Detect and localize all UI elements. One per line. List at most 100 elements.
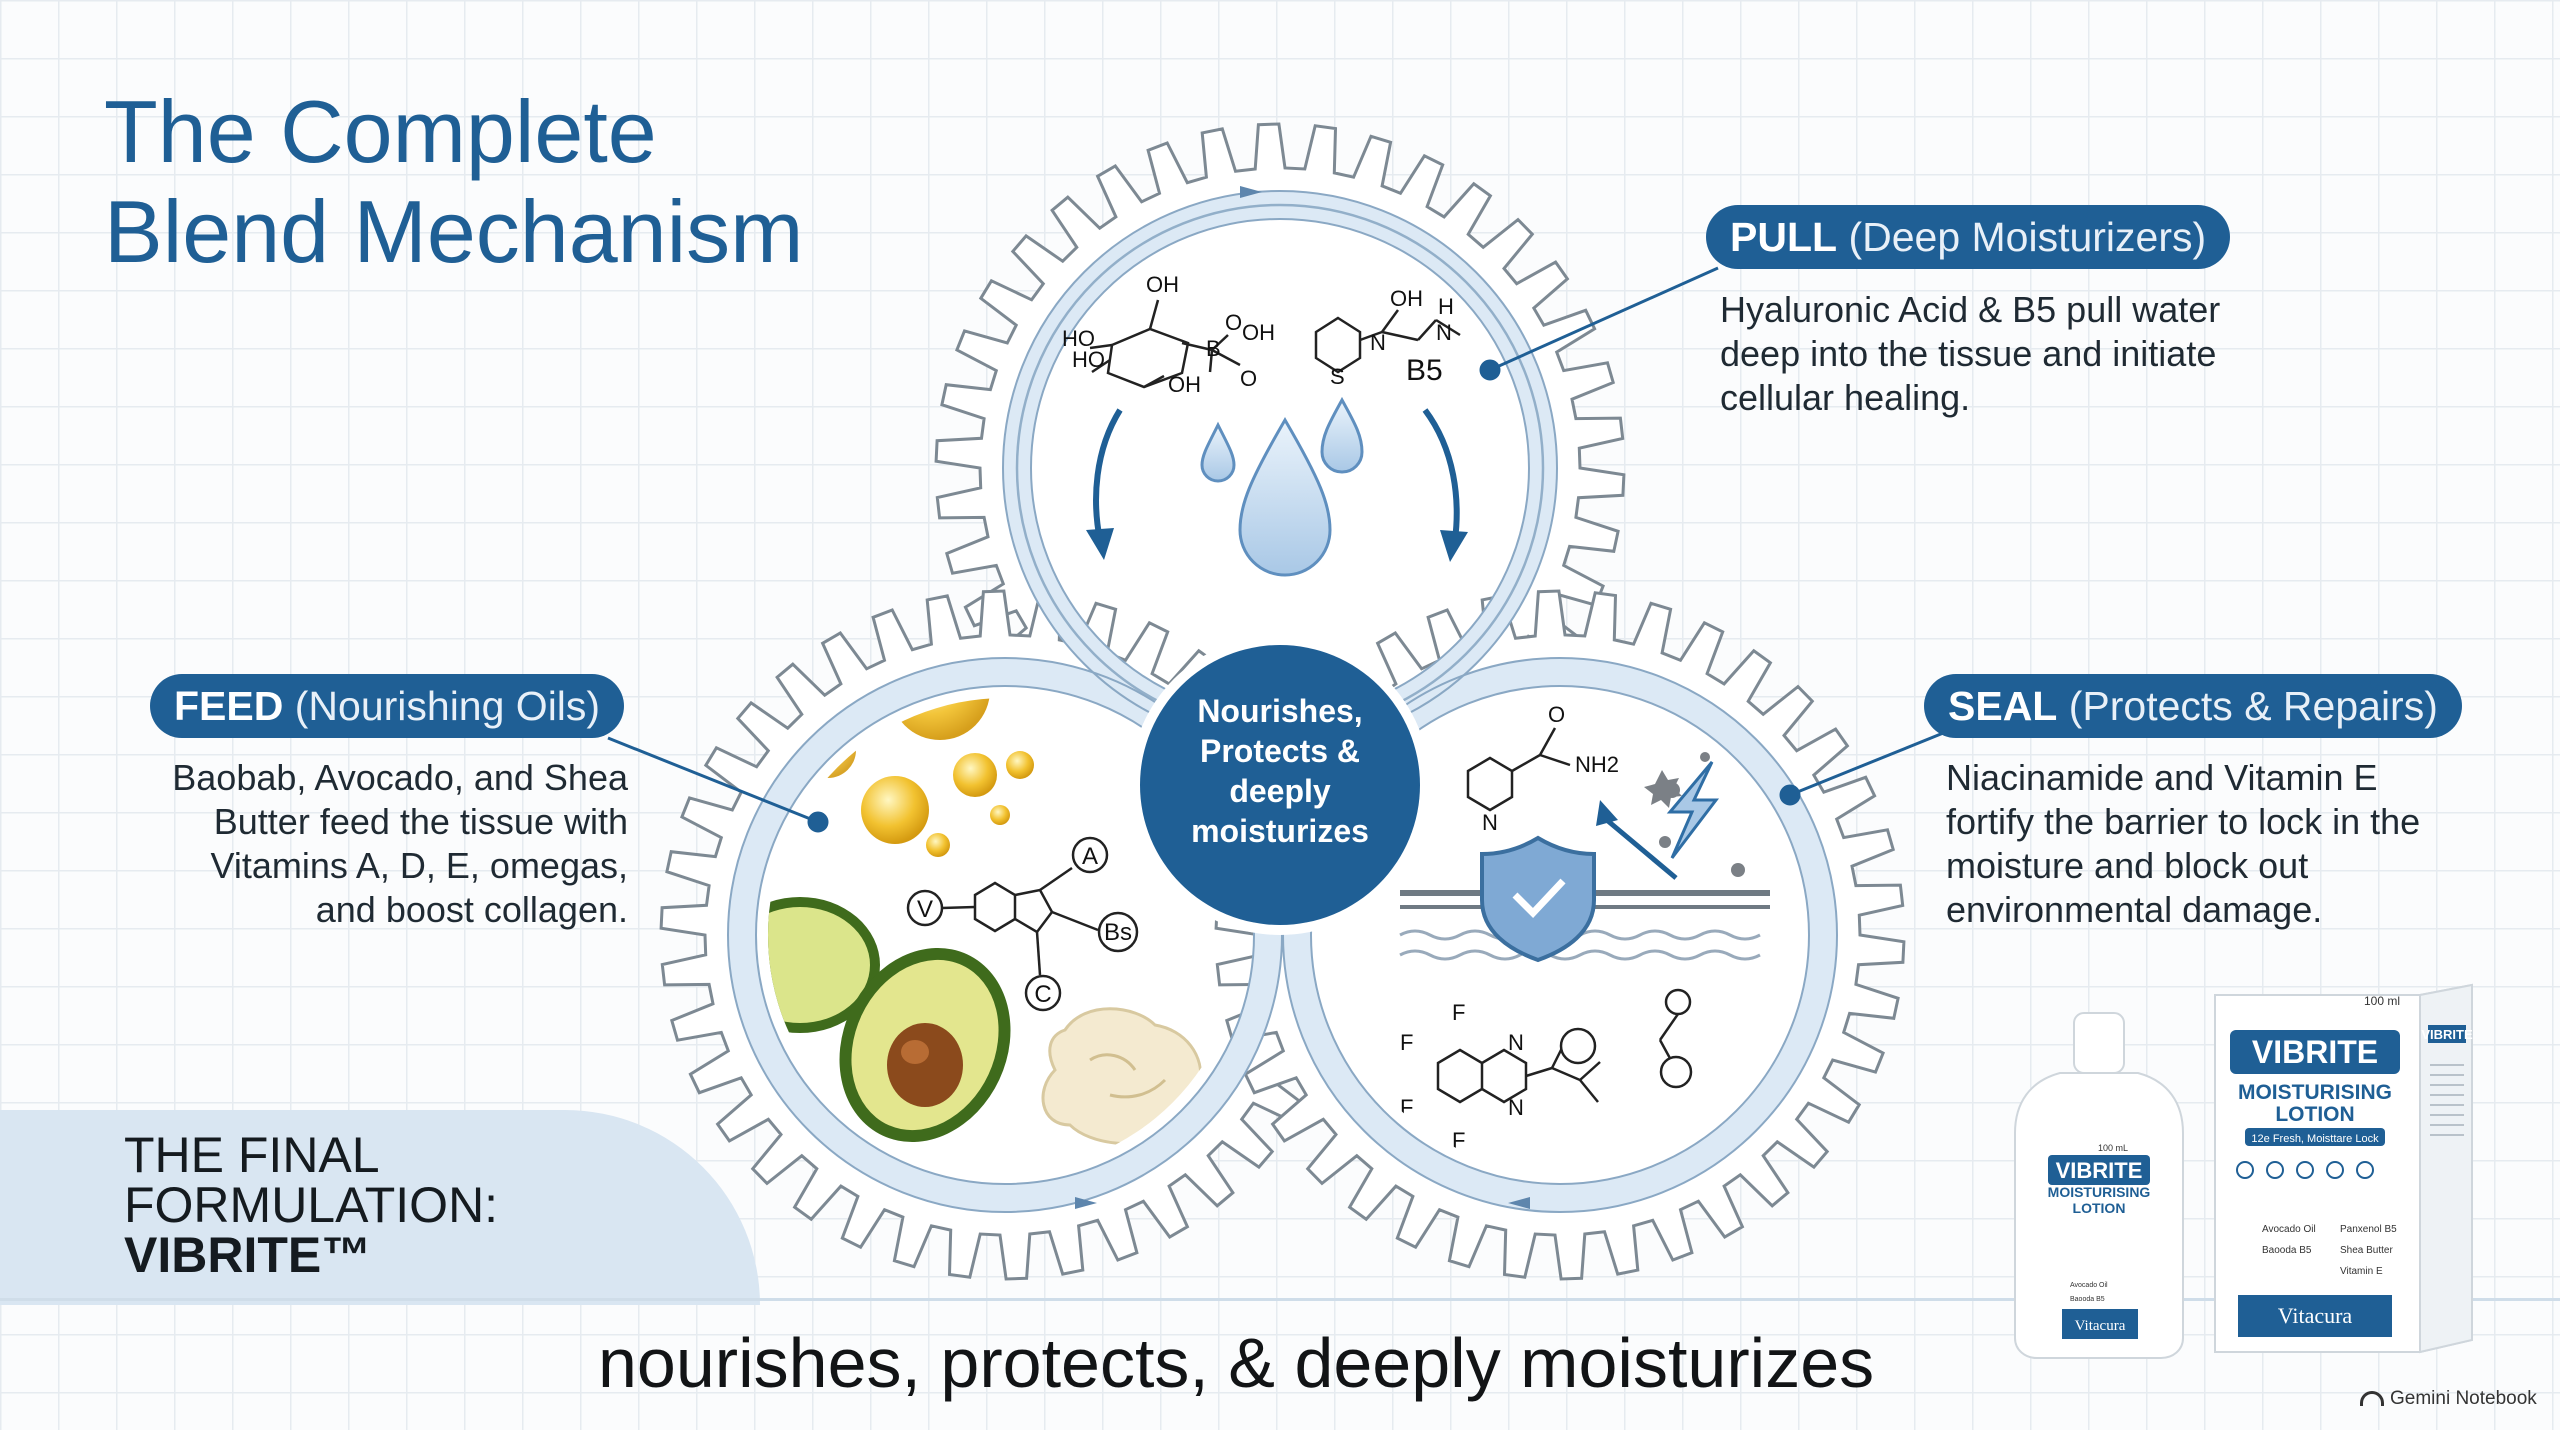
final-line-2: FORMULATION: — [124, 1177, 499, 1233]
b5-molecule — [1314, 316, 1362, 374]
pull-arrowheads — [1086, 528, 1468, 562]
bottle-ingredient: Baooda B5 — [2070, 1296, 2105, 1303]
seal-desc-line: environmental damage. — [1946, 889, 2323, 930]
vitamin-label: C — [1034, 981, 1051, 1008]
atom-label: OH — [1146, 272, 1179, 297]
final-line-1: THE FINAL — [124, 1127, 380, 1183]
atom-label: H — [1438, 294, 1454, 319]
pull-description: Hyaluronic Acid & B5 pull water deep int… — [1720, 288, 2220, 420]
pull-label: PULL — [1730, 214, 1838, 260]
gemini-logo-icon — [2360, 1391, 2384, 1407]
atom-label: OH — [1168, 372, 1201, 397]
atom-label: HO — [1062, 326, 1095, 351]
feed-desc-line: Vitamins A, D, E, omegas, — [210, 845, 628, 886]
atom-label: N — [1482, 810, 1498, 835]
feed-sublabel: (Nourishing Oils) — [294, 683, 601, 729]
shield-icon — [1480, 835, 1596, 963]
title-line-2: Blend Mechanism — [104, 182, 804, 281]
center-badge: Nourishes, Protects & deeply moisturizes — [1130, 635, 1430, 935]
feed-desc-line: Butter feed the tissue with — [213, 801, 628, 842]
bottle-size: 100 mL — [2098, 1143, 2128, 1153]
final-brand: VIBRITE™ — [124, 1227, 372, 1283]
feed-description: Baobab, Avocado, and Shea Butter feed th… — [120, 756, 628, 932]
seal-desc-line: fortify the barrier to lock in the — [1946, 801, 2421, 842]
box-tagline: 12e Fresh, Moisttare Lock — [2251, 1133, 2379, 1145]
particle-icons — [1644, 726, 1745, 877]
vitamin-label: V — [917, 896, 933, 923]
pull-desc-line: deep into the tissue and initiate — [1720, 333, 2217, 374]
atom-label: N — [1508, 1030, 1524, 1055]
seal-sublabel: (Protects & Repairs) — [2068, 683, 2438, 729]
box-ingredient: Panxenol B5 — [2340, 1224, 2397, 1235]
vitamin-label: A — [1082, 843, 1098, 870]
seal-description: Niacinamide and Vitamin E fortify the ba… — [1946, 756, 2420, 932]
feed-desc-line: and boost collagen. — [315, 889, 628, 930]
atom-label: O — [1240, 366, 1257, 391]
seal-desc-line: Niacinamide and Vitamin E — [1946, 757, 2378, 798]
box-brand: VIBRITE — [2252, 1034, 2378, 1070]
atom-label: NH2 — [1575, 752, 1619, 777]
bottle-ingredient: Avocado Oil — [2070, 1282, 2108, 1289]
box-ingredient: Vitamin E — [2340, 1266, 2383, 1277]
bottle-maker: Vitacura — [2075, 1318, 2126, 1334]
atom-label: OH — [1242, 320, 1275, 345]
water-droplets — [1200, 396, 1364, 577]
atom-label: F — [1452, 1128, 1465, 1153]
atom-label: F — [1400, 1030, 1413, 1055]
pull-sublabel: (Deep Moisturizers) — [1848, 214, 2207, 260]
seal-label-pill: SEAL (Protects & Repairs) — [1924, 674, 2462, 738]
atom-label: O — [1548, 702, 1565, 727]
pull-desc-line: cellular healing. — [1720, 377, 1971, 418]
atom-label: B — [1206, 336, 1221, 361]
atom-label: N — [1370, 330, 1386, 355]
bottom-divider — [0, 1298, 2560, 1301]
box-ingredient: Baooda B5 — [2262, 1245, 2312, 1256]
atom-label: N — [1436, 320, 1452, 345]
atom-label: HO — [1072, 347, 1105, 372]
center-line-4: moisturizes — [1191, 813, 1369, 849]
atom-label: B5 — [1406, 354, 1443, 387]
center-line-1: Nourishes, — [1197, 693, 1362, 729]
page-title: The Complete Blend Mechanism — [104, 82, 803, 282]
box-ingredient: Avocado Oil — [2262, 1224, 2316, 1235]
watermark: Gemini Notebook — [2360, 1388, 2537, 1410]
box-name-2: LOTION — [2275, 1103, 2354, 1126]
box-name-1: MOISTURISING — [2238, 1081, 2392, 1104]
vitamin-molecule — [906, 836, 1139, 1012]
atom-label: N — [1508, 1095, 1524, 1120]
box-ingredient: Shea Butter — [2340, 1245, 2393, 1256]
vitamin-e-molecule — [1436, 988, 1693, 1104]
vitamin-label: Bs — [1104, 919, 1132, 946]
product-box: VIBRITE MOISTURISING LOTION 12e Fresh, M… — [2214, 983, 2473, 1354]
leader-lines — [607, 266, 1969, 833]
pull-label-pill: PULL (Deep Moisturizers) — [1706, 205, 2231, 269]
lightning-icon — [1596, 761, 1720, 880]
product-image: VIBRITE MOISTURISING LOTION 12e Fresh, M… — [2014, 983, 2473, 1359]
pull-arrows — [1093, 408, 1460, 541]
tagline: nourishes, protects, & deeply moisturize… — [598, 1324, 1875, 1402]
watermark-text: Gemini Notebook — [2390, 1388, 2537, 1409]
product-bottle: VIBRITE 100 mL MOISTURISING LOTION Avoca… — [2014, 1012, 2184, 1359]
venn-rings — [727, 186, 1838, 1213]
box-size: 100 ml — [2364, 994, 2400, 1008]
seal-desc-line: moisture and block out — [1946, 845, 2309, 886]
title-line-1: The Complete — [104, 82, 657, 181]
niacinamide-molecule — [1466, 727, 1571, 812]
center-line-2: Protects & — [1200, 733, 1360, 769]
atom-label: O — [1225, 310, 1242, 335]
atom-label: F — [1452, 1000, 1465, 1025]
feed-desc-line: Baobab, Avocado, and Shea — [172, 757, 628, 798]
pull-molecule-labels: OH HO HO OH O B OH O OH N S H N B5 — [1062, 272, 1454, 397]
final-formulation: THE FINAL FORMULATION: VIBRITE™ — [124, 1130, 498, 1280]
pull-desc-line: Hyaluronic Acid & B5 pull water — [1720, 289, 2221, 330]
box-maker: Vitacura — [2278, 1303, 2353, 1328]
center-line-3: deeply — [1229, 773, 1331, 809]
feed-illustration: A V Bs C — [768, 698, 1208, 1146]
feed-molecule-labels: A V Bs C — [917, 843, 1132, 1008]
final-formulation-band — [0, 1110, 760, 1305]
feed-label: FEED — [174, 683, 284, 729]
avocado — [768, 897, 1011, 1143]
bottle-name-1: MOISTURISING — [2048, 1184, 2151, 1200]
box-side-brand: VIBRITE — [2421, 1027, 2473, 1042]
